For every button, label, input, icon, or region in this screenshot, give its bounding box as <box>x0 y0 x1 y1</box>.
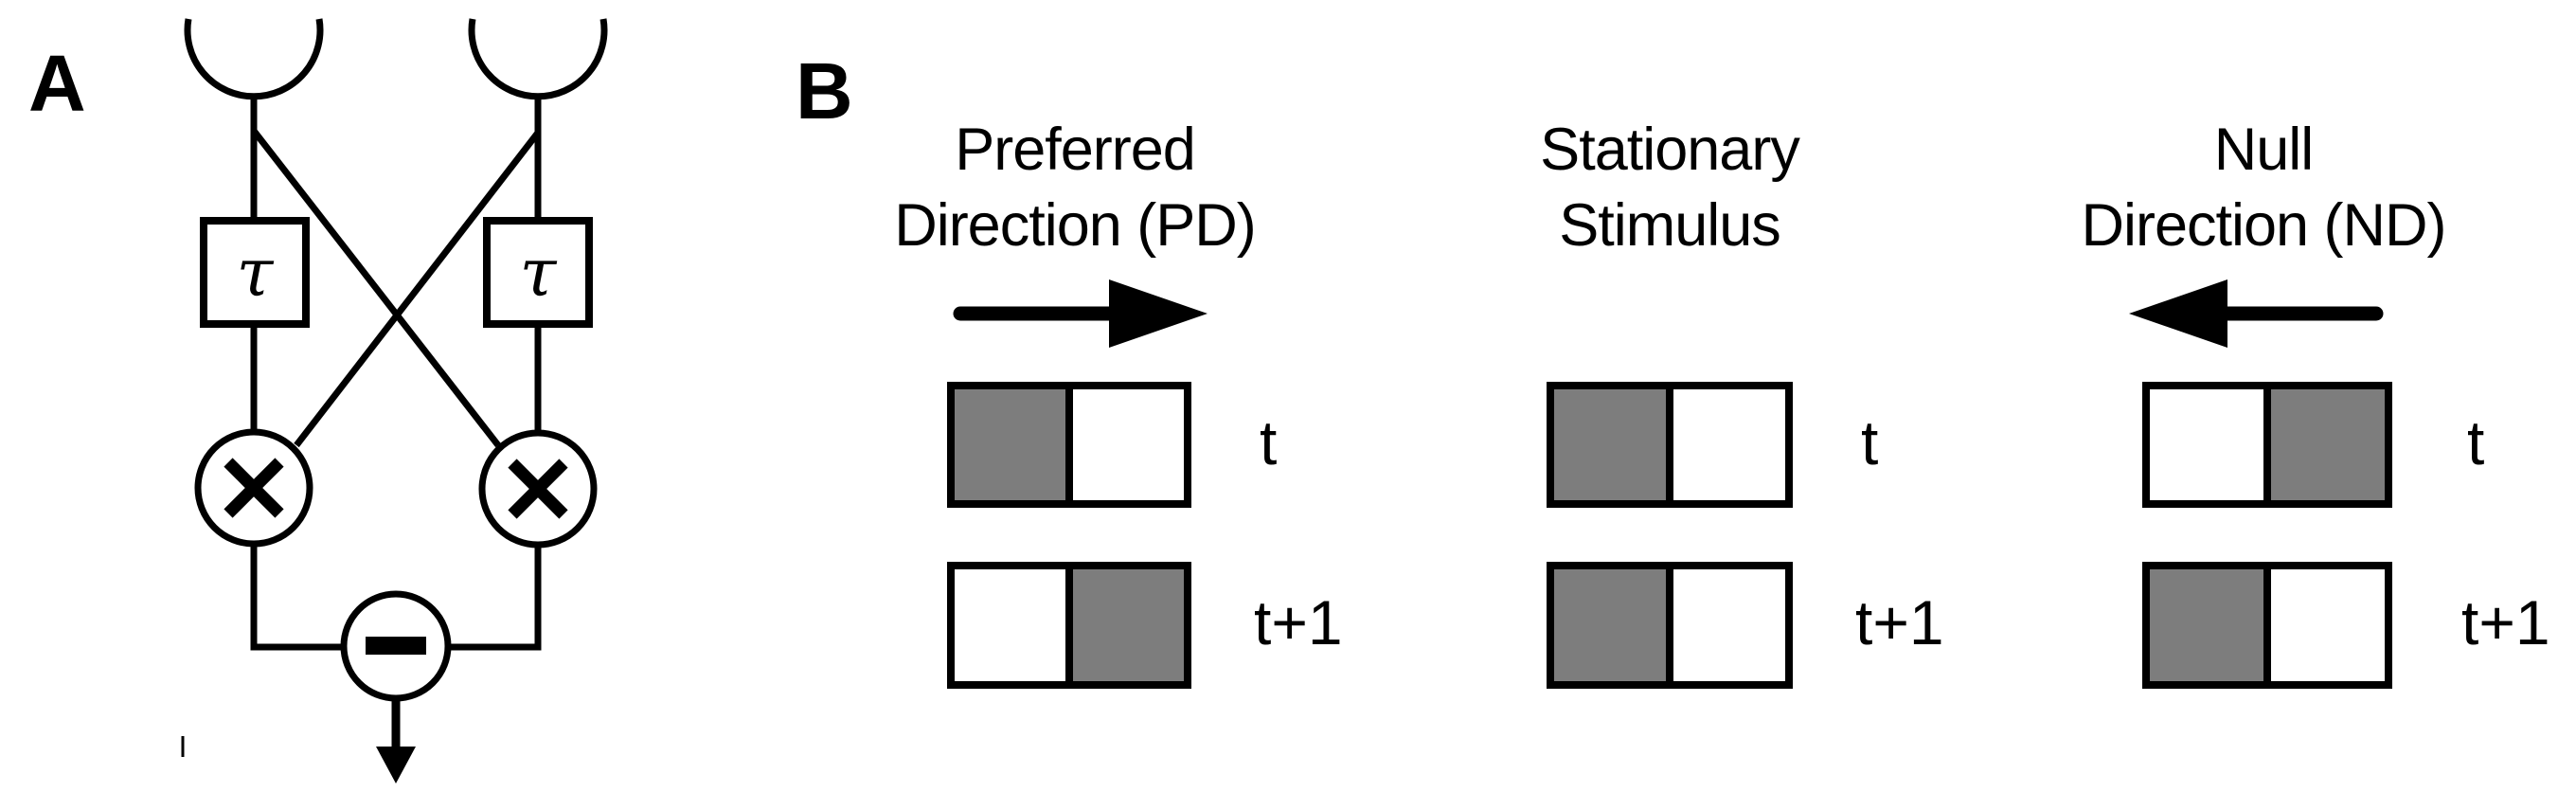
column-header-null-direction: Null Direction (ND) <box>1979 112 2548 263</box>
stimulus-box-pd-t <box>947 382 1191 508</box>
reichardt-detector-diagram <box>181 18 608 783</box>
minus-icon <box>366 637 426 655</box>
column-header-stationary-stimulus: Stationary Stimulus <box>1386 112 1954 263</box>
multiplier-to-subtraction-line-right <box>448 545 542 651</box>
time-label-t1: t+1 <box>1254 587 1343 657</box>
photoreceptor-right-icon <box>468 18 608 100</box>
delay-label-right: τ <box>519 233 557 312</box>
time-label-t1: t+1 <box>1855 587 1944 657</box>
cross-line-right-to-left <box>294 130 541 448</box>
header-line-1: Stationary <box>1540 117 1800 183</box>
photoreceptor-left-icon <box>184 18 324 100</box>
multiply-icon-right <box>508 459 568 519</box>
stimulus-box-nd-t <box>2142 382 2392 508</box>
panel-b-label: B <box>796 46 853 135</box>
stimulus-cell <box>1073 569 1184 681</box>
stimulus-cell <box>2271 569 2385 681</box>
stimulus-box-stationary-t1 <box>1547 562 1793 689</box>
panel-a-label: A <box>28 39 86 128</box>
stimulus-box-pd-t1 <box>947 562 1191 689</box>
header-line-2: Stimulus <box>1559 192 1781 259</box>
stimulus-cell <box>955 569 1073 681</box>
cross-line-left-to-right <box>251 128 501 448</box>
header-line-1: Preferred <box>955 117 1196 183</box>
stimulus-cell <box>1554 389 1673 500</box>
stimulus-cell <box>2271 389 2385 500</box>
output-arrow-icon <box>376 698 416 783</box>
stimulus-box-stationary-t <box>1547 382 1793 508</box>
time-label-t: t <box>1260 407 1278 477</box>
multiply-icon-left <box>224 458 284 518</box>
stimulus-cell <box>1073 389 1184 500</box>
header-line-2: Direction (PD) <box>894 192 1257 259</box>
column-header-preferred-direction: Preferred Direction (PD) <box>791 112 1359 263</box>
time-label-t1: t+1 <box>2461 587 2550 657</box>
stimulus-cell <box>955 389 1073 500</box>
stimulus-cell <box>1673 569 1785 681</box>
delay-box-right <box>483 217 593 328</box>
header-line-2: Direction (ND) <box>2081 192 2446 259</box>
nd-left-arrow-icon <box>2129 279 2384 348</box>
multiplier-to-subtraction-line-left <box>250 544 345 651</box>
stimulus-box-nd-t1 <box>2142 562 2392 689</box>
time-label-t: t <box>1861 407 1879 477</box>
delay-label-left: τ <box>236 233 274 312</box>
pd-right-arrow-icon <box>953 279 1208 348</box>
time-label-t: t <box>2467 407 2485 477</box>
stimulus-cell <box>2150 569 2271 681</box>
stimulus-cell <box>2150 389 2271 500</box>
stimulus-cell <box>1673 389 1785 500</box>
header-line-1: Null <box>2213 117 2315 183</box>
stimulus-cell <box>1554 569 1673 681</box>
